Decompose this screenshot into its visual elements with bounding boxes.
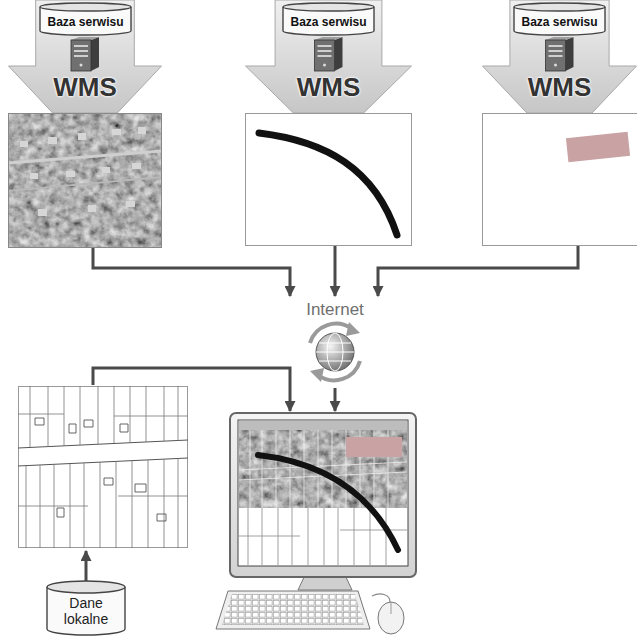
server-front xyxy=(546,40,566,71)
screen-toolbar xyxy=(239,421,407,430)
map-border xyxy=(19,387,188,548)
road xyxy=(8,177,162,191)
database-cylinder: Baza serwisu xyxy=(513,3,606,35)
server-side xyxy=(91,37,99,71)
server-led xyxy=(554,64,557,67)
monitor-screen xyxy=(238,420,408,566)
local-arrow xyxy=(93,368,290,411)
arrow-outline xyxy=(246,0,412,113)
wms-arrow: WMS Baza serwisu xyxy=(482,0,637,246)
line-feature xyxy=(259,133,397,235)
server-front xyxy=(315,40,335,71)
computer-icon xyxy=(216,413,416,634)
parcel-lines xyxy=(18,458,188,548)
buildings xyxy=(20,127,146,216)
globe-icon xyxy=(310,322,360,382)
server-side xyxy=(566,37,574,71)
server-led xyxy=(80,64,83,67)
connector-arrow xyxy=(378,246,578,296)
connector-arrow xyxy=(334,246,337,296)
server-led xyxy=(323,64,326,67)
mouse-button xyxy=(391,602,392,614)
screen-aerial xyxy=(239,430,407,508)
monitor-body xyxy=(230,413,416,577)
arrow-outline xyxy=(9,0,162,113)
local-arrow xyxy=(85,551,88,583)
mouse xyxy=(378,602,404,634)
cylinder-top xyxy=(40,3,131,11)
server-slot xyxy=(549,45,563,47)
wms-arrow: WMS Baza serwisu xyxy=(8,0,162,248)
globe-arrowhead xyxy=(346,322,360,336)
wms-arrow: WMS Baza serwisu xyxy=(245,0,412,246)
building-outlines xyxy=(35,418,166,521)
database-cylinder: Baza serwisu xyxy=(39,3,132,35)
database-cylinder: Baza serwisu xyxy=(282,3,375,35)
cylinder-top xyxy=(514,3,605,11)
server-slot xyxy=(74,55,88,57)
local-database: Dane lokalne xyxy=(46,581,126,635)
tile-border xyxy=(9,114,162,248)
globe xyxy=(316,333,354,371)
service-label: Baza serwisu xyxy=(521,15,597,30)
globe-arrowhead xyxy=(310,368,324,382)
keyboard xyxy=(216,591,370,629)
server-icon xyxy=(546,37,574,71)
keyboard-keys xyxy=(222,594,364,625)
cylinder-body xyxy=(47,587,125,635)
server-top xyxy=(546,37,574,40)
cadastral-map xyxy=(18,386,188,548)
connector-arrow xyxy=(93,248,290,296)
globe-parallels xyxy=(316,343,354,361)
screen-ground xyxy=(239,508,407,565)
cylinder-top xyxy=(47,581,125,593)
tile-border xyxy=(483,114,637,246)
screen-line xyxy=(258,455,398,550)
server-slot xyxy=(318,50,332,52)
wms-label: WMS xyxy=(8,72,162,102)
server-slot xyxy=(318,45,332,47)
server-slot xyxy=(549,55,563,57)
wms-label: WMS xyxy=(482,72,637,102)
tile-border xyxy=(246,114,412,246)
server-side xyxy=(335,37,343,71)
server-slot xyxy=(549,50,563,52)
screen-parcels xyxy=(239,430,407,508)
internet-node: Internet xyxy=(282,296,388,384)
wms-label: WMS xyxy=(245,72,412,102)
internet-label: Internet xyxy=(282,300,388,320)
road xyxy=(8,151,162,163)
road-edges xyxy=(18,440,188,466)
aerial-tile xyxy=(8,113,162,248)
local-data-label: Dane lokalne xyxy=(50,595,122,627)
service-label: Baza serwisu xyxy=(47,15,123,30)
server-slot xyxy=(74,45,88,47)
mouse-cable xyxy=(372,594,390,602)
service-label: Baza serwisu xyxy=(290,15,366,30)
aerial-texture xyxy=(8,113,162,248)
server-icon xyxy=(315,37,343,71)
polygon-feature xyxy=(566,132,630,162)
server-top xyxy=(71,37,99,40)
screen-map xyxy=(239,430,407,565)
server-front xyxy=(71,40,91,71)
line-tile xyxy=(246,114,412,246)
screen-parcels xyxy=(239,508,407,565)
internet-arrow xyxy=(334,388,337,411)
server-icon xyxy=(71,37,99,71)
server-slot xyxy=(318,55,332,57)
screen-polygon xyxy=(346,437,402,457)
polygon-tile xyxy=(483,114,637,246)
server-top xyxy=(315,37,343,40)
parcel-lines xyxy=(18,386,188,447)
arrow-outline xyxy=(483,0,637,113)
server-slot xyxy=(74,50,88,52)
cylinder-top xyxy=(283,3,374,11)
